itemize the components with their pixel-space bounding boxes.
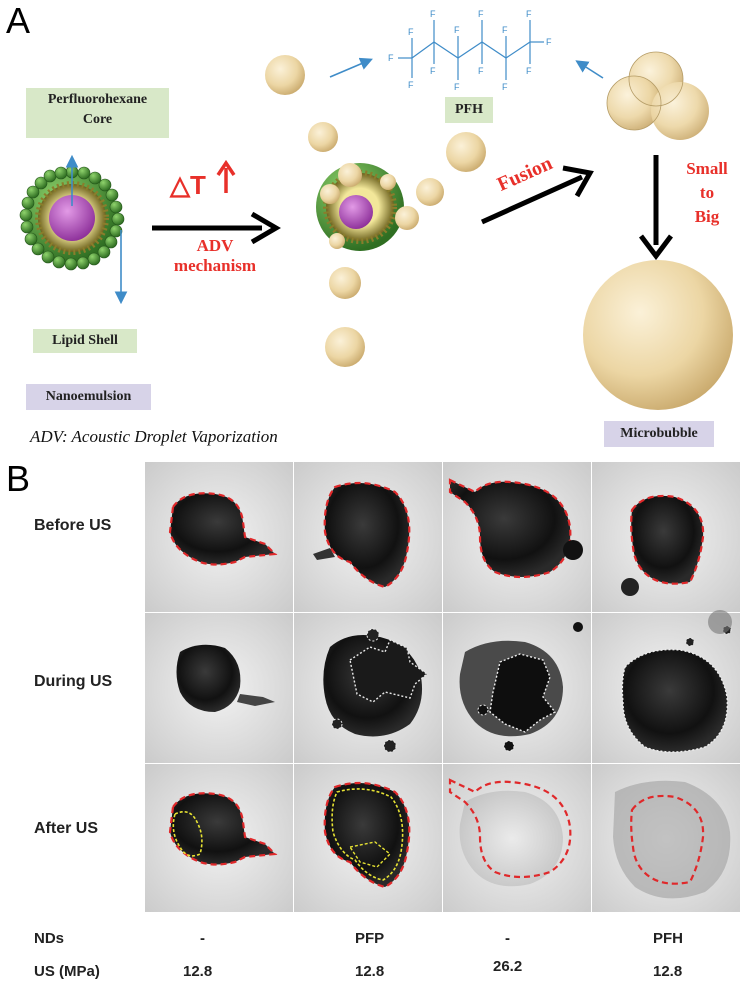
cell-before-2: [313, 481, 411, 589]
nds-header: NDs: [34, 930, 65, 947]
row-label-during: During US: [34, 673, 113, 690]
cell-after-2: [323, 781, 411, 889]
fluorine-atom-label: F: [454, 25, 460, 35]
fluorine-atom-label: F: [408, 80, 414, 90]
fluorine-atom-label: F: [454, 82, 460, 92]
small-to-big-label: Small to Big: [686, 159, 728, 226]
cell-after-3: [448, 778, 572, 887]
adv-definition: ADV: Acoustic Droplet Vaporization: [30, 427, 278, 446]
nanoemulsion-particle: [19, 165, 125, 271]
cell-during-3: [459, 622, 583, 752]
fluorine-atom-label: F: [502, 82, 508, 92]
cell-during-4: [621, 610, 732, 753]
core-label: Perfluorohexane Core: [26, 88, 169, 138]
fluorine-atom-label: F: [430, 9, 436, 19]
fluorine-atom-label: F: [526, 66, 532, 76]
vaporizing-particle: [316, 163, 419, 251]
fluorine-atom-label: F: [546, 37, 552, 47]
pfh-label: PFH: [445, 97, 493, 123]
fluorine-atom-label: F: [478, 66, 484, 76]
pfh-molecule: [398, 20, 544, 80]
cell-before-4: [621, 494, 705, 596]
fluorine-atom-label: F: [388, 53, 394, 63]
cell-during-1: [176, 644, 275, 712]
fluorine-atom-label: F: [478, 9, 484, 19]
micrograph-grid: [145, 462, 740, 912]
panel-a-illustration: F F F F F F F F F F F F F F: [19, 9, 733, 410]
fluorine-atom-label: F: [408, 27, 414, 37]
microbubble: [583, 260, 733, 410]
fused-bubbles: [606, 51, 709, 140]
panel-b-letter: B: [6, 458, 31, 499]
us-value-1: 12.8: [183, 963, 213, 980]
row-label-before: Before US: [34, 517, 112, 534]
nds-value-2: PFP: [355, 930, 385, 947]
fluorine-atom-label: F: [430, 66, 436, 76]
nds-value-4: PFH: [653, 930, 683, 947]
nds-value-1: -: [200, 930, 205, 947]
us-value-2: 12.8: [355, 963, 385, 980]
us-value-3: 26.2: [493, 958, 523, 975]
nds-value-3: -: [505, 930, 510, 947]
adv-mechanism-label: ADV mechanism: [173, 236, 257, 275]
fluorine-atom-label: F: [502, 25, 508, 35]
cell-during-2: [323, 628, 429, 753]
delta-t-label: △T: [170, 170, 206, 200]
us-value-4: 12.8: [653, 963, 683, 980]
cell-before-3: [448, 478, 583, 579]
nanoemulsion-label: Nanoemulsion: [26, 384, 151, 410]
row-label-after: After US: [34, 820, 99, 837]
us-header: US (MPa): [34, 963, 100, 980]
cell-after-1: [168, 792, 278, 866]
panel-a-letter: A: [6, 0, 31, 41]
cell-before-1: [168, 492, 278, 566]
microbubble-label: Microbubble: [604, 421, 714, 447]
cell-after-4: [613, 780, 731, 899]
lipid-shell-label: Lipid Shell: [33, 329, 137, 353]
fluorine-atom-label: F: [526, 9, 532, 19]
